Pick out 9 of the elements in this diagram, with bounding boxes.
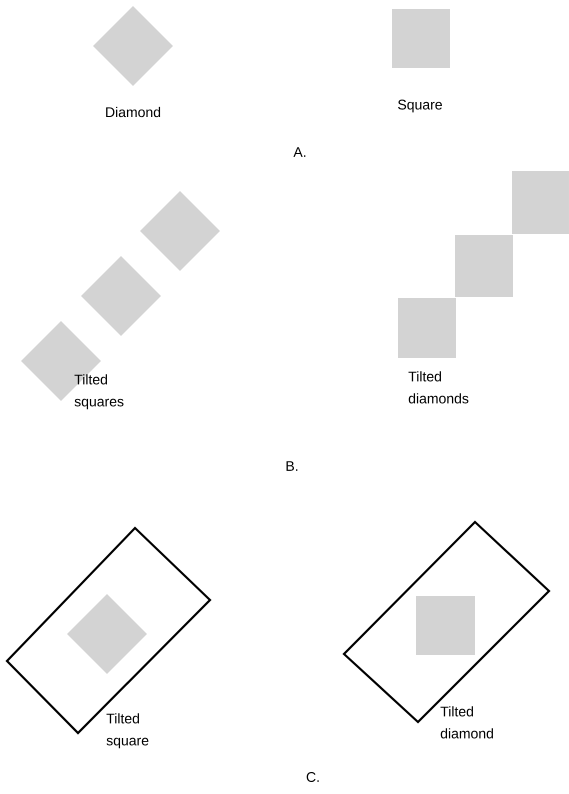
shape-label: Tilted diamond <box>440 706 493 738</box>
shape-label: Diamond <box>106 106 160 118</box>
panel-label: B. <box>286 461 298 471</box>
panel-label: C. <box>306 772 319 782</box>
shape-label: Tilted square <box>106 713 148 748</box>
shape-label: Square <box>398 100 442 112</box>
shape-label: Tilted diamonds <box>408 371 468 404</box>
shape-label: Tilted squares <box>74 374 124 410</box>
panel-label: A. <box>293 147 306 157</box>
